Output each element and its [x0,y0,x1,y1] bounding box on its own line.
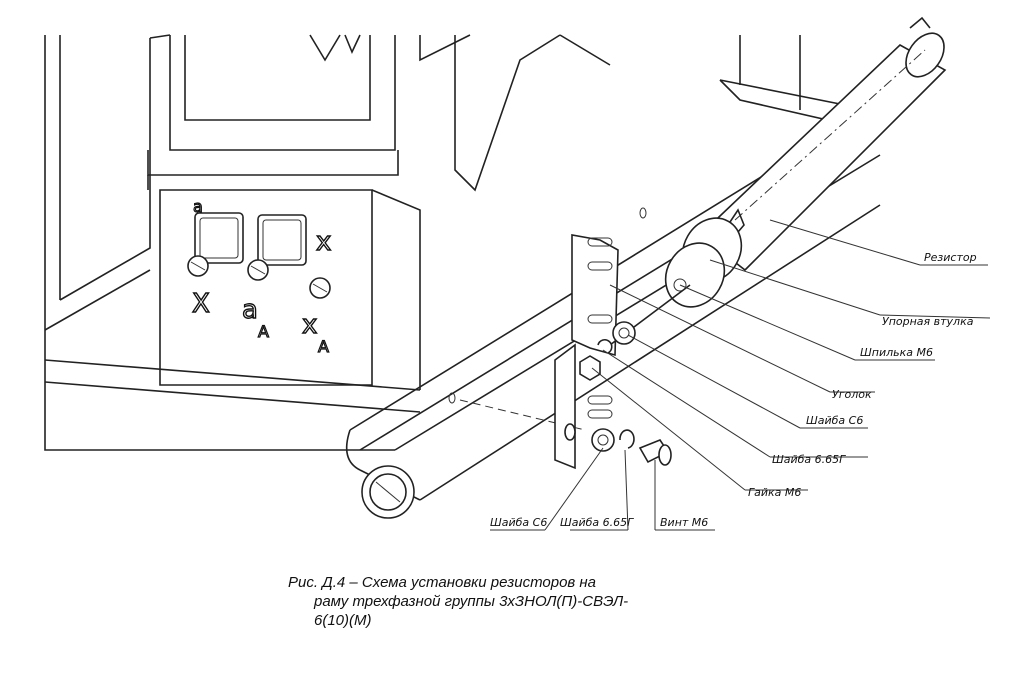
marking-x-big: X [192,289,210,319]
label-stud: Шпилька М6 [860,346,933,359]
part-labels: Резистор Упорная втулка Шпилька М6 Уголо… [490,251,977,529]
label-nut: Гайка М6 [748,486,801,499]
angle-bracket [554,234,619,470]
resistor [664,16,947,308]
fasteners [564,284,691,466]
caption-line-1: Рис. Д.4 – Схема установки резисторов на [288,574,597,591]
marking-a-top: a [193,197,203,216]
caption-line-2: раму трехфазной группы 3хЗНОЛ(П)-СВЭЛ- [314,593,629,610]
caption-line-3: 6(10)(М) [314,612,372,629]
marking-a-big: a [242,295,258,325]
rear-frame [419,34,801,192]
label-bracket: Уголок [832,388,872,401]
label-screw: Винт М6 [660,516,708,529]
marking-x-right: x [302,310,317,340]
installation-drawing: a x X a A x A [44,16,991,531]
figure-caption: Рис. Д.4 – Схема установки резисторов на… [288,573,758,630]
label-washer-665-bottom: Шайба 6.65Г [560,516,634,529]
label-washer-c6-right: Шайба С6 [806,414,863,427]
label-washer-665-right: Шайба 6.65Г [772,453,846,466]
label-stop-sleeve: Упорная втулка [882,315,974,328]
panel-markings: a x X a A x A [191,196,332,356]
marking-x-right-sub: A [318,337,329,356]
marking-x-top: x [316,227,331,257]
marking-a-sub: A [258,322,269,341]
leader-lines [490,219,991,531]
terminal-block [187,212,331,299]
label-washer-c6-bottom: Шайба С6 [490,516,547,529]
label-resistor: Резистор [924,251,977,264]
